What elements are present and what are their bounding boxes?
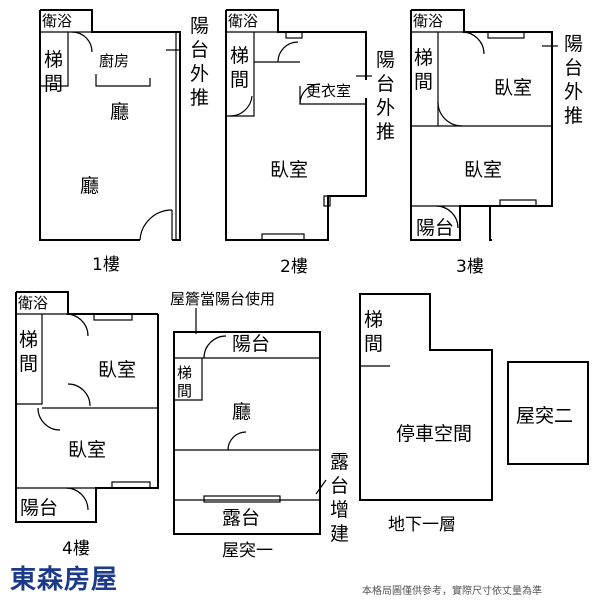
- annotation-balcony-pushout-f2: 陽 台 外 推: [376, 49, 395, 143]
- room-closet-label-f2: 更衣室: [306, 82, 351, 100]
- roof-2-plan: 屋突二: [507, 361, 589, 465]
- svg-text:台: 台: [190, 39, 209, 61]
- svg-text:台: 台: [330, 475, 349, 497]
- annotation-balcony-pushout-f1: 陽 台 外 推: [190, 15, 209, 109]
- svg-text:陽: 陽: [564, 33, 583, 55]
- basement-plan: 梯 間 停車空間 地下一層: [359, 293, 493, 535]
- roof-1-caption: 屋突一: [222, 541, 273, 561]
- annotation-balcony-pushout-f3: 陽 台 外 推: [564, 33, 583, 127]
- room-kitchen-label: 廚房: [99, 52, 129, 70]
- floor-4-plan: 衛浴 梯 間 臥室 臥室 陽台 4樓: [15, 291, 159, 559]
- room-bedroom-label-f3-bottom: 臥室: [464, 159, 502, 181]
- room-roof2-label: 屋突二: [516, 405, 573, 427]
- room-terrace-label-roof1: 露台: [222, 507, 260, 529]
- room-hall-label-2: 廳: [80, 175, 99, 197]
- room-stair-label-top: 梯: [44, 49, 63, 71]
- svg-text:台: 台: [376, 73, 395, 95]
- svg-text:台: 台: [564, 57, 583, 79]
- room-stair-label-f4-bottom: 間: [19, 353, 38, 375]
- svg-text:露: 露: [330, 451, 349, 473]
- floor-1-plan: 衛浴 梯 間 廚房 廳 廳 陽 台 外 推 1樓: [39, 9, 209, 275]
- svg-text:外: 外: [564, 81, 583, 103]
- annotation-eave-as-balcony: 屋簷當陽台使用: [170, 290, 275, 308]
- svg-text:推: 推: [564, 105, 583, 127]
- room-bath-label: 衛浴: [42, 12, 72, 30]
- room-hall-label-1: 廳: [110, 101, 129, 123]
- disclaimer-note: 本格局圖僅供參考，實際尺寸依丈量為準: [362, 584, 542, 597]
- svg-text:推: 推: [190, 87, 209, 109]
- floor-2-caption: 2樓: [280, 257, 308, 277]
- svg-text:增: 增: [330, 499, 349, 521]
- svg-text:外: 外: [190, 63, 209, 85]
- room-stair-label-roof1-top: 梯: [177, 364, 192, 382]
- room-stair-label-f2-top: 梯: [230, 45, 249, 67]
- room-bedroom-label-f3-top: 臥室: [494, 77, 532, 99]
- room-stair-label-f3-bottom: 間: [414, 71, 433, 93]
- floor-4-caption: 4樓: [62, 539, 90, 559]
- basement-caption: 地下一層: [388, 515, 456, 535]
- svg-text:陽: 陽: [376, 49, 395, 71]
- room-bath-label-f2: 衛浴: [228, 12, 258, 30]
- room-hall-label-roof1: 廳: [232, 401, 251, 423]
- svg-text:建: 建: [330, 523, 349, 545]
- room-stair-label-f4-top: 梯: [19, 329, 38, 351]
- room-bath-label-f4: 衛浴: [18, 294, 48, 312]
- floor-3-plan: 衛浴 梯 間 臥室 臥室 陽台 陽 台 外 推 3樓: [410, 9, 583, 277]
- annotation-terrace-extension: 露 台 增 建: [330, 451, 349, 545]
- room-stair-label-roof1-bottom: 間: [177, 382, 192, 400]
- room-parking-label: 停車空間: [396, 423, 472, 445]
- room-stair-label-bottom: 間: [44, 73, 63, 95]
- svg-text:外: 外: [376, 97, 395, 119]
- room-bedroom-label-f4-bottom: 臥室: [68, 439, 106, 461]
- svg-text:推: 推: [376, 121, 395, 143]
- room-bath-label-f3: 衛浴: [413, 12, 443, 30]
- room-balcony-label-f3: 陽台: [416, 217, 454, 239]
- roof-1-plan: 屋簷當陽台使用 陽台 梯 間 廳 露台 露 台 增 建 屋突一: [170, 290, 349, 561]
- room-bedroom-label-f2: 臥室: [270, 159, 308, 181]
- floor-2-plan: 衛浴 梯 間 更衣室 臥室 陽 台 外 推 2樓: [225, 9, 395, 277]
- room-balcony-label-roof1: 陽台: [232, 333, 270, 355]
- svg-text:陽: 陽: [190, 15, 209, 37]
- brand-logo-text: 東森房屋: [10, 565, 118, 595]
- room-stair-label-f3-top: 梯: [414, 47, 433, 69]
- floor-3-caption: 3樓: [456, 257, 484, 277]
- room-stair-label-basement-top: 梯: [364, 309, 383, 331]
- room-stair-label-f2-bottom: 間: [230, 69, 249, 91]
- floor-1-caption: 1樓: [92, 255, 120, 275]
- room-bedroom-label-f4-top: 臥室: [98, 359, 136, 381]
- room-stair-label-basement-bottom: 間: [364, 333, 383, 355]
- room-balcony-label-f4: 陽台: [20, 497, 58, 519]
